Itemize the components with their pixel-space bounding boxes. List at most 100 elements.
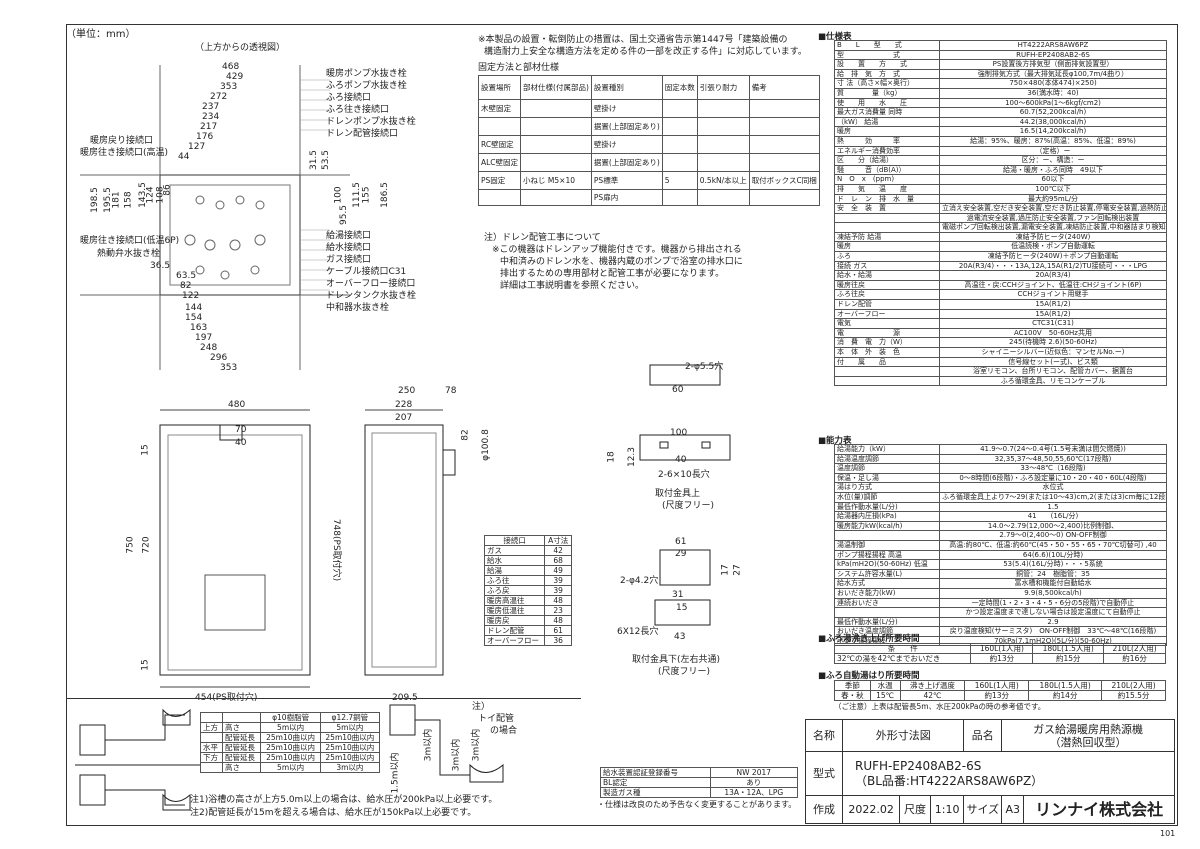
spec-cell: 寸 法（高さ×幅×奥行） (834, 78, 940, 89)
auto-r0c1: 15℃ (869, 690, 901, 701)
a-r6c0: 暖房低温往 (483, 605, 546, 616)
fix-h5: 備考 (748, 75, 820, 100)
pipe-r1c3: 25m10曲以内 (319, 732, 381, 743)
spec-cell: 60.7(52,200kcal/h) (939, 107, 1167, 118)
topview-title: （上方からの透視図） (195, 43, 286, 53)
spec-cell: ドレン配管 (834, 299, 940, 310)
dim-353: 353 (220, 82, 238, 92)
spec-change-note: ・仕様は改良のため予告なく変更することがあります。 (597, 800, 797, 809)
label-heat-return: 暖房戻り接続口 (90, 136, 154, 146)
perf-cell: 1.5 (939, 501, 1167, 513)
spec-cell: HT4222ARS8AW6PZ (939, 40, 1167, 51)
perf-cell (834, 607, 940, 618)
dim-181: 181 (111, 191, 122, 209)
spec-cell: 区 分（給湯） (834, 155, 940, 166)
fix-r2c0: RC壁固定 (477, 135, 522, 154)
spec-row: エネルギー消費効率（定格）ー (834, 145, 1167, 157)
perf-row: 湯はり方式水位式 (834, 482, 1167, 493)
spec-cell: 高温往・戻:CCHジョイント、低温往:CHジョイント(6P) (939, 279, 1167, 291)
spec-row: 凍結予防 給湯凍結予防ヒータ(240W) (834, 231, 1167, 243)
side-78: 78 (445, 386, 457, 396)
fix-r5c2: PS扉内 (590, 189, 663, 206)
auto-h1: 水温 (869, 680, 901, 691)
spec-cell: 設 置 方 式 (834, 59, 940, 70)
spec-cell: CCHジョイント用継手 (939, 289, 1167, 301)
perf-cell: 一定時間(1・2・3・4・5・6分の5段階)で自動停止 (939, 597, 1167, 609)
pipe-r0c3: 5m以内 (319, 722, 381, 733)
perf-title: ■能力表 (818, 436, 852, 446)
auto-h4: 180L(1.5人用) (1028, 680, 1103, 691)
tb-made-label: 作成 (805, 795, 843, 824)
spec-cell: 電気 (834, 318, 940, 329)
spec-cell: 給 排 気 方 式 (834, 68, 940, 80)
fill-title: ■ふろ湯沸き上げ所要時間 (818, 634, 920, 644)
bracket-bottom-drawing (654, 549, 711, 626)
spec-row: 電磁ポンプ回転検出装置,漏電安全装置,凍結防止装置,中和器詰まり検知装置,満杯検… (834, 222, 1167, 233)
page-number: 101 (1160, 829, 1176, 838)
spec-row: 給 排 気 方 式強制排気方式（最大排気延長φ100,7m/4曲り） (834, 68, 1167, 80)
perf-cell: kPa(mH2O)(50-60Hz) 低温 (834, 559, 940, 570)
spec-row: ふろ凍結予防ヒータ(240W)＋ポンプ自動運転 (834, 251, 1167, 262)
tb-size-label: サイズ (963, 795, 1003, 824)
a-r0c0: ガス (483, 545, 546, 556)
pipe-r2c3: 25m10曲以内 (319, 742, 381, 753)
spec-cell (834, 375, 940, 387)
dim-44: 44 (178, 152, 190, 162)
a-r0c1: 42 (544, 545, 572, 556)
spec-cell: ふろ往戻 (834, 289, 940, 301)
fix-r4c0: PS固定 (477, 171, 522, 190)
tb-scale-label: 尺度 (899, 795, 931, 824)
fix-table: 設置場所部材仕様(付属部品)設置種別固定本数引張り耐力備考 木壁固定壁掛け 据置… (477, 75, 820, 206)
spec-cell: 暖房 (834, 241, 940, 253)
perf-row: 連続おいだき一定時間(1・2・3・4・5・6分の5段階)で自動停止 (834, 597, 1167, 609)
fill-h2: 180L(1.5人用) (1032, 643, 1105, 654)
spec-cell (834, 212, 940, 224)
spec-row: 区 分（給湯）区分：ー、構造：ー (834, 155, 1167, 166)
perf-cell: 水位(量)調節 (834, 491, 940, 503)
perf-cell: 水位式 (939, 482, 1167, 493)
fix-r3c2: 据置(上部固定あり) (590, 153, 663, 172)
auto-r0c5: 約15.5分 (1101, 690, 1166, 701)
label-cable: ケーブル接続口C31 (326, 267, 407, 277)
side-dia: φ100.8 (480, 429, 491, 461)
front-ps-height: 748(PS取付穴) (331, 518, 342, 582)
auto-h5: 210L(2人用) (1101, 680, 1166, 691)
cert-r1c1: あり (709, 777, 799, 788)
label-bath-pump-drain: ふろポンプ水抜き栓 (326, 81, 407, 91)
bt-slots: 2-6×10長穴 (658, 470, 710, 480)
perf-cell (834, 530, 940, 541)
drawing-frame (66, 24, 1178, 826)
bb-29: 29 (675, 549, 687, 559)
spec-row: 暖房低温読検・ポンプ自動運転 (834, 241, 1167, 253)
side-228: 228 (395, 400, 413, 410)
cert-r0c0: 給水装置認証登録番号 (600, 767, 711, 778)
a-r1c1: 68 (544, 555, 572, 566)
dim-b-82: 82 (180, 281, 192, 291)
perf-row: 湯温制御高温:約80℃、低温:約60℃(45・50・55・65・70℃切替可) … (834, 539, 1167, 551)
bb-27: 27 (732, 564, 743, 576)
pipe-r4c1: 高さ (221, 762, 262, 773)
spec-cell: 16.5(14,200kcal/h) (939, 126, 1167, 137)
dim-111-5: 111.5 (351, 182, 362, 208)
spec-cell: （定格）ー (939, 145, 1167, 157)
perf-row: 給湯能力（kW）41.9〜0.7(24〜0.4号(1.5号未満は間欠燃焼)) (834, 444, 1167, 455)
spec-cell: 凍結予防ヒータ(240W)＋ポンプ自動運転 (939, 251, 1167, 262)
spec-cell: 15A(R1/2) (939, 299, 1167, 310)
a-r9c0: オーバーフロー (483, 635, 546, 646)
perf-cell: ポンプ揚程揚程 高温 (834, 549, 940, 561)
perf-cell: 暖房能力kW(kcal/h) (834, 520, 940, 532)
spec-cell: 給湯：95%、暖房：87%(高温：85%、低温：89%) (939, 135, 1167, 147)
fill-r0c0: 32℃の湯を42℃までおいだき (833, 653, 972, 664)
a-h1: A寸法 (544, 535, 572, 546)
perf-row: システム許容水量(L)銅管：24 樹脂管：35 (834, 568, 1167, 580)
bb-61: 61 (675, 537, 687, 547)
spec-row: 本 体 外 装 色シャイニーシルバー(近似色：マンセルNo.ー) (834, 347, 1167, 358)
spec-row: ふろ循環金具、リモコンケーブル (834, 375, 1167, 387)
bt-40: 40 (675, 455, 687, 465)
dim-127: 127 (188, 142, 206, 152)
front-d70: 70 (235, 425, 247, 435)
